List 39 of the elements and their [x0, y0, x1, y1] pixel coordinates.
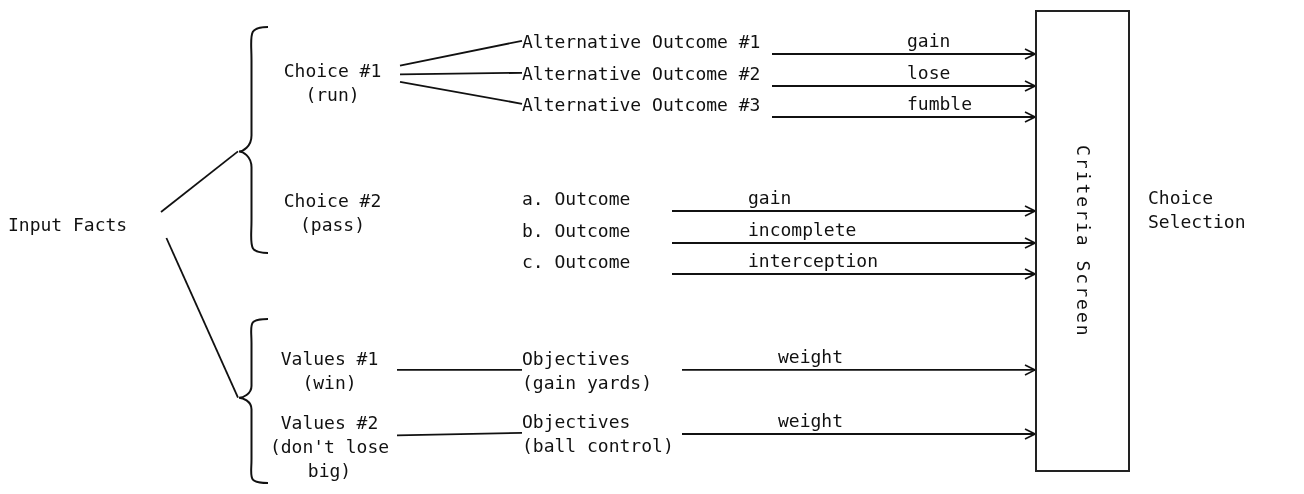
- node-text: Objectives (gain yards): [522, 346, 654, 395]
- node-text: Values #1 (win): [279, 346, 380, 395]
- edge-label: gain: [748, 188, 792, 208]
- arrow: [671, 205, 1036, 217]
- arrow: [681, 364, 1036, 376]
- output-label: Choice Selection: [1148, 186, 1247, 235]
- connector-line: [399, 81, 523, 105]
- box-label: Criteria Screen: [1071, 144, 1095, 338]
- edge-label: incomplete: [748, 220, 857, 240]
- connector-line: [396, 369, 523, 371]
- node-text: Alternative Outcome #3: [522, 93, 762, 117]
- node-text: Alternative Outcome #1: [522, 30, 762, 54]
- node-text: Alternative Outcome #2: [522, 62, 762, 86]
- connector-line: [399, 71, 523, 76]
- arrow: [771, 48, 1036, 60]
- node-text: c. Outcome: [522, 250, 632, 274]
- connector-line: [165, 237, 239, 399]
- connector-line: [160, 150, 239, 213]
- arrow: [671, 237, 1036, 249]
- arrow: [771, 80, 1036, 92]
- connector-line: [399, 39, 523, 67]
- node-text: Choice #2 (pass): [282, 188, 383, 237]
- arrow: [771, 111, 1036, 123]
- node-text: a. Outcome: [522, 187, 632, 211]
- arrow: [681, 428, 1036, 440]
- edge-label: gain: [907, 31, 951, 51]
- curly-brace: [238, 318, 268, 484]
- node-text: Values #2 (don't lose big): [268, 410, 391, 484]
- node-text: Choice #1 (run): [282, 58, 383, 107]
- node-text: Objectives (ball control): [522, 409, 675, 458]
- arrow: [671, 268, 1036, 280]
- connector-line: [396, 432, 523, 437]
- edge-label: interception: [748, 251, 879, 271]
- curly-brace: [238, 26, 268, 254]
- node-text: b. Outcome: [522, 219, 632, 243]
- criteria-box: [1035, 10, 1130, 472]
- edge-label: weight: [778, 346, 844, 367]
- node-text: Input Facts: [8, 212, 129, 237]
- edge-label: weight: [778, 411, 844, 431]
